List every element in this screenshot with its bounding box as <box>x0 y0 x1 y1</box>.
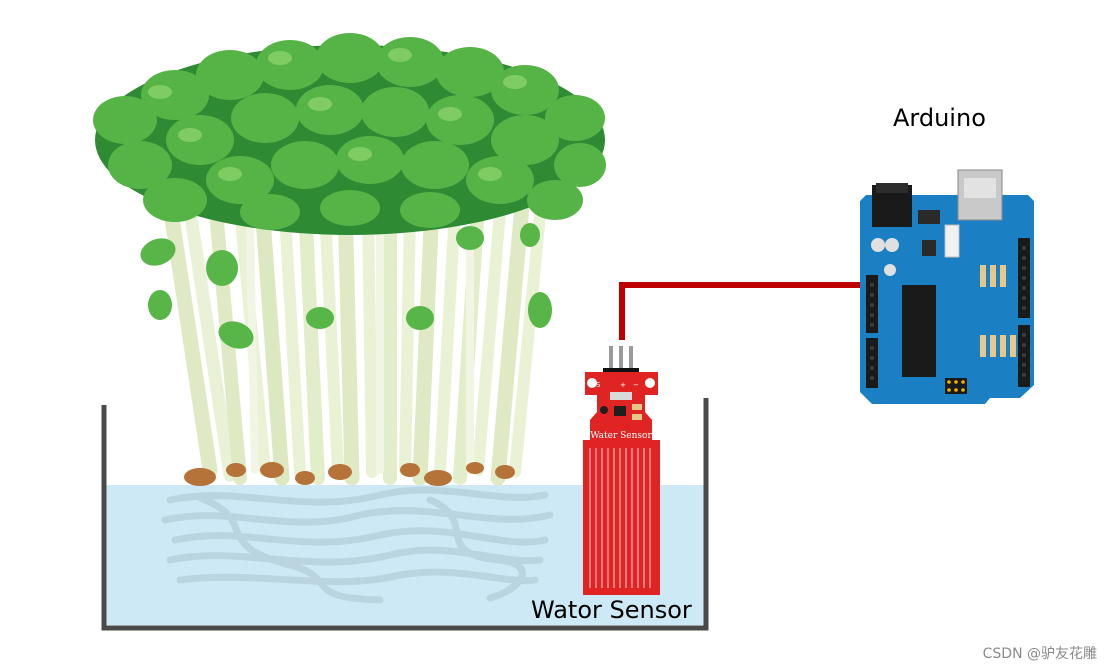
sensor-board-text: Water Sensor <box>590 431 652 441</box>
seed-husks <box>184 462 515 486</box>
pin-label-plus: + <box>620 381 626 389</box>
arduino-label: Arduino <box>893 104 986 132</box>
microcontroller-chip <box>902 285 936 377</box>
water-sensor-module: S + − Water Sensor <box>583 346 660 595</box>
roots <box>161 486 554 604</box>
plant <box>93 33 606 486</box>
arduino-board <box>860 169 1034 404</box>
water-sensor-caption: Wator Sensor <box>531 596 692 624</box>
resistors <box>980 265 1016 357</box>
pin-label-minus: − <box>633 381 639 389</box>
signal-wire <box>619 282 860 340</box>
pin-label-s: S <box>596 381 601 389</box>
side-leaves <box>140 223 552 349</box>
watermark: CSDN @驴友花雕 <box>982 646 1097 662</box>
leaf-canopy <box>93 33 606 235</box>
water-container <box>101 398 709 631</box>
sensor-probe-traces <box>589 448 651 588</box>
